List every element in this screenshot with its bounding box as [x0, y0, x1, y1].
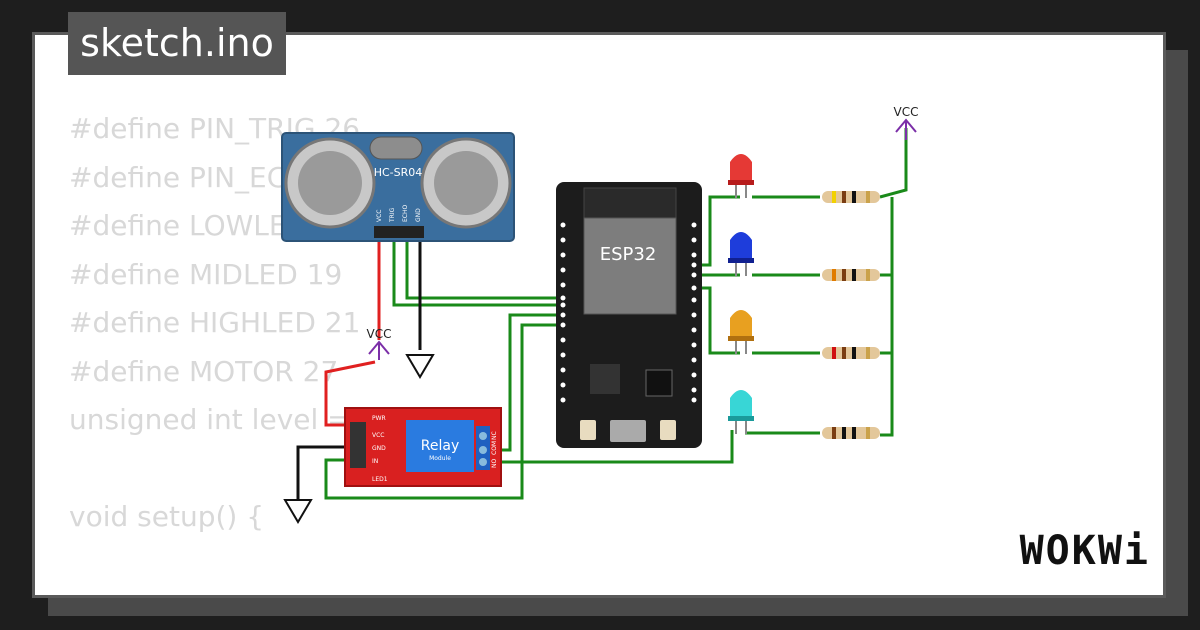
vcc-symbol-mid: VCC: [367, 327, 392, 360]
relay-pwr-label: PWR: [372, 415, 386, 422]
relay-pin-gnd: GND: [372, 445, 386, 452]
file-title-tab[interactable]: sketch.ino: [68, 12, 286, 75]
relay-term-com: COM: [491, 441, 498, 455]
resistor-4[interactable]: [822, 427, 880, 439]
relay-module[interactable]: Relay Module PWR VCC GND IN LED1 NC COM …: [344, 407, 502, 487]
wire-trig: [392, 232, 560, 307]
ground-symbol-relay: [283, 499, 313, 524]
wire-in-relay: [324, 323, 560, 500]
ultra-pin-vcc: VCC: [376, 210, 383, 222]
wire-led-red: [695, 195, 740, 267]
wires: [296, 128, 908, 500]
relay-term-no: NO: [491, 459, 498, 468]
resistor-1[interactable]: [822, 191, 880, 203]
code-line: #define HIGHLED 21: [69, 306, 361, 339]
vcc-label-mid: VCC: [367, 327, 392, 341]
relay-pin-vcc: VCC: [372, 432, 384, 439]
ultrasonic-label: HC-SR04: [374, 166, 423, 179]
resistor-3[interactable]: [822, 347, 880, 359]
wire-led-orange: [695, 286, 740, 355]
led-red[interactable]: [728, 154, 754, 198]
relay-label: Relay: [421, 438, 459, 454]
code-line: #define MOTOR 27: [69, 354, 339, 388]
vcc-symbol-top: VCC: [894, 105, 919, 140]
esp32-label: ESP32: [600, 244, 657, 265]
wire-vcc-bus: [879, 128, 908, 437]
esp32-board[interactable]: ESP32: [556, 182, 702, 448]
led-orange[interactable]: [728, 310, 754, 354]
relay-sublabel: Module: [429, 455, 451, 462]
ultrasonic-sensor[interactable]: HC-SR04 VCC TRIG ECHO GND: [281, 132, 515, 242]
resistor-2[interactable]: [822, 269, 880, 281]
ultra-pin-gnd: GND: [415, 208, 422, 222]
relay-term-nc: NC: [491, 431, 498, 440]
wire-vcc-relay: [324, 360, 376, 427]
ultra-pin-echo: ECHO: [402, 205, 409, 222]
ground-symbol-ultra: [405, 354, 435, 379]
wire-led-cyan: [490, 430, 734, 464]
led-cyan[interactable]: [728, 390, 754, 434]
code-line: #define MIDLED 19: [69, 257, 343, 291]
relay-led-label: LED1: [372, 476, 388, 483]
led-blue[interactable]: [728, 232, 754, 276]
wokwi-logo: WOKWi: [1019, 528, 1150, 574]
relay-pin-in: IN: [372, 458, 378, 465]
ultra-pin-trig: TRIG: [389, 207, 396, 223]
wire-echo: [405, 232, 560, 300]
vcc-label-top: VCC: [894, 105, 919, 119]
wire-gnd-relay: [296, 445, 350, 500]
code-line: void setup() {: [69, 500, 265, 533]
